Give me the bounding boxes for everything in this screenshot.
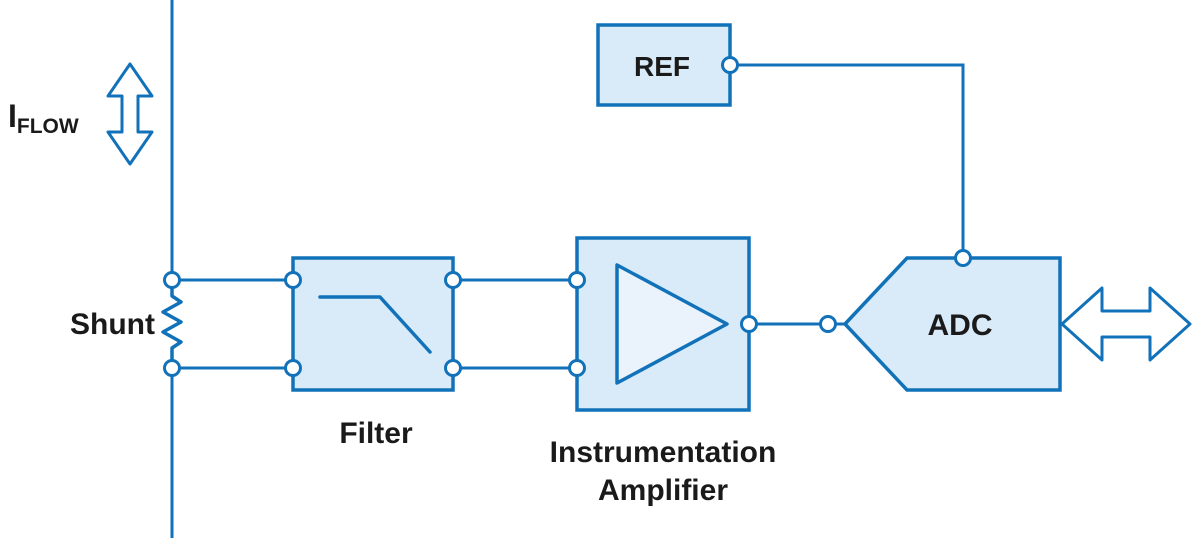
filter-label: Filter (339, 417, 413, 450)
adc-block (842, 256, 1062, 392)
node-inamp-in-top (568, 271, 586, 289)
node-shunt-bottom (163, 359, 181, 377)
instrumentation-amplifier-label-line2: Amplifier (598, 474, 728, 507)
ref-label: REF (634, 51, 690, 82)
lowpass-filter-icon (318, 295, 432, 354)
node-filter-out-top (444, 271, 462, 289)
node-inamp-in-bottom (568, 359, 586, 377)
bidirectional-horizontal-arrow-icon (1060, 286, 1192, 362)
node-filter-in-bottom (284, 359, 302, 377)
resistor-zigzag-icon (161, 285, 183, 363)
adc-label: ADC (928, 309, 993, 342)
wire-ref-adc (730, 63, 965, 258)
node-filter-out-bottom (444, 359, 462, 377)
node-shunt-top (163, 271, 181, 289)
node-adc-ref-input (954, 249, 972, 267)
instrumentation-amplifier-label-line1: Instrumentation (550, 436, 777, 469)
node-filter-in-top (284, 271, 302, 289)
current-flow-label: IFLOW (8, 98, 79, 138)
opamp-triangle-icon (615, 263, 729, 385)
node-inamp-output (740, 315, 758, 333)
ref-block (596, 23, 732, 107)
bidirectional-vertical-arrow-icon (106, 62, 154, 166)
node-ref-output (721, 56, 739, 74)
node-adc-input (819, 315, 837, 333)
shunt-label: Shunt (70, 308, 155, 341)
filter-block (291, 256, 455, 392)
